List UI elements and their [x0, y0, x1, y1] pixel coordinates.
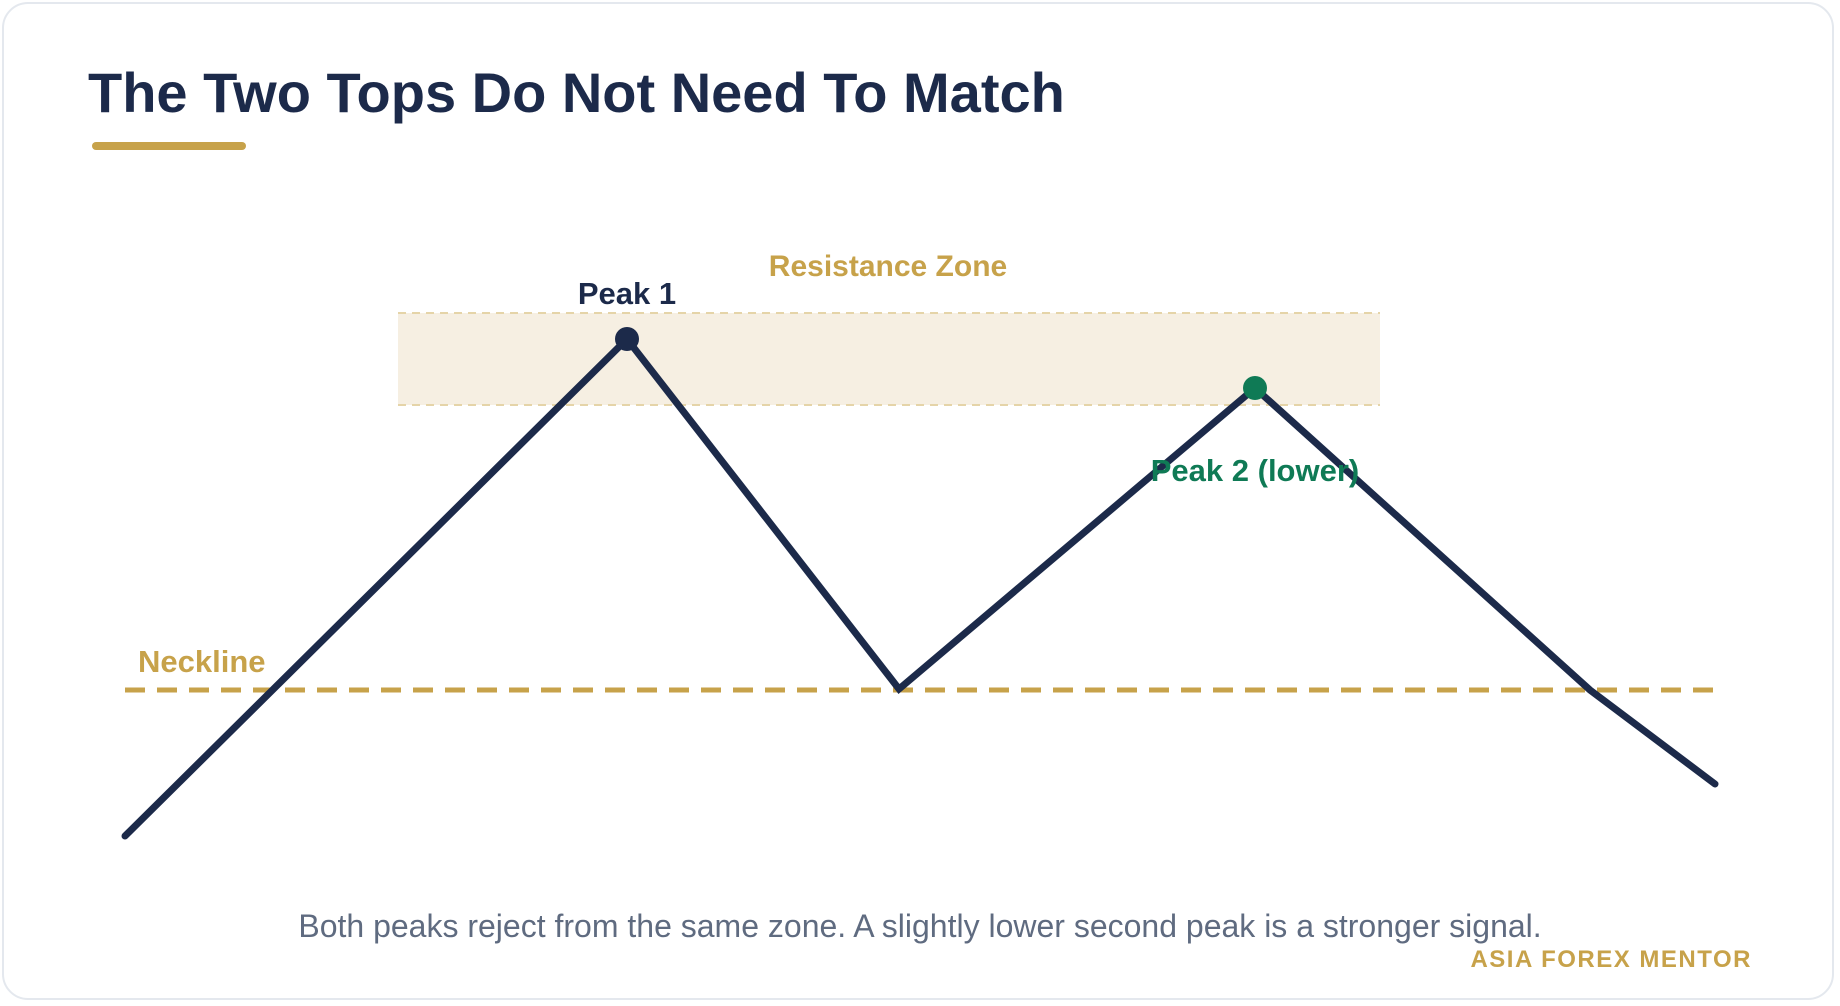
price-path	[121, 333, 1719, 840]
brand-watermark: ASIA FOREX MENTOR	[1470, 946, 1752, 973]
peak-2-marker	[1243, 376, 1267, 400]
resistance-zone	[398, 313, 1380, 405]
resistance-zone-label: Resistance Zone	[769, 250, 1007, 283]
peak-2-label: Peak 2 (lower)	[1151, 453, 1359, 488]
peak-1-marker	[615, 327, 639, 351]
title-underline	[92, 142, 246, 150]
neckline-label: Neckline	[138, 644, 266, 679]
peak-1-label: Peak 1	[578, 276, 676, 311]
page-title: The Two Tops Do Not Need To Match	[88, 61, 1065, 124]
caption: Both peaks reject from the same zone. A …	[298, 908, 1542, 944]
